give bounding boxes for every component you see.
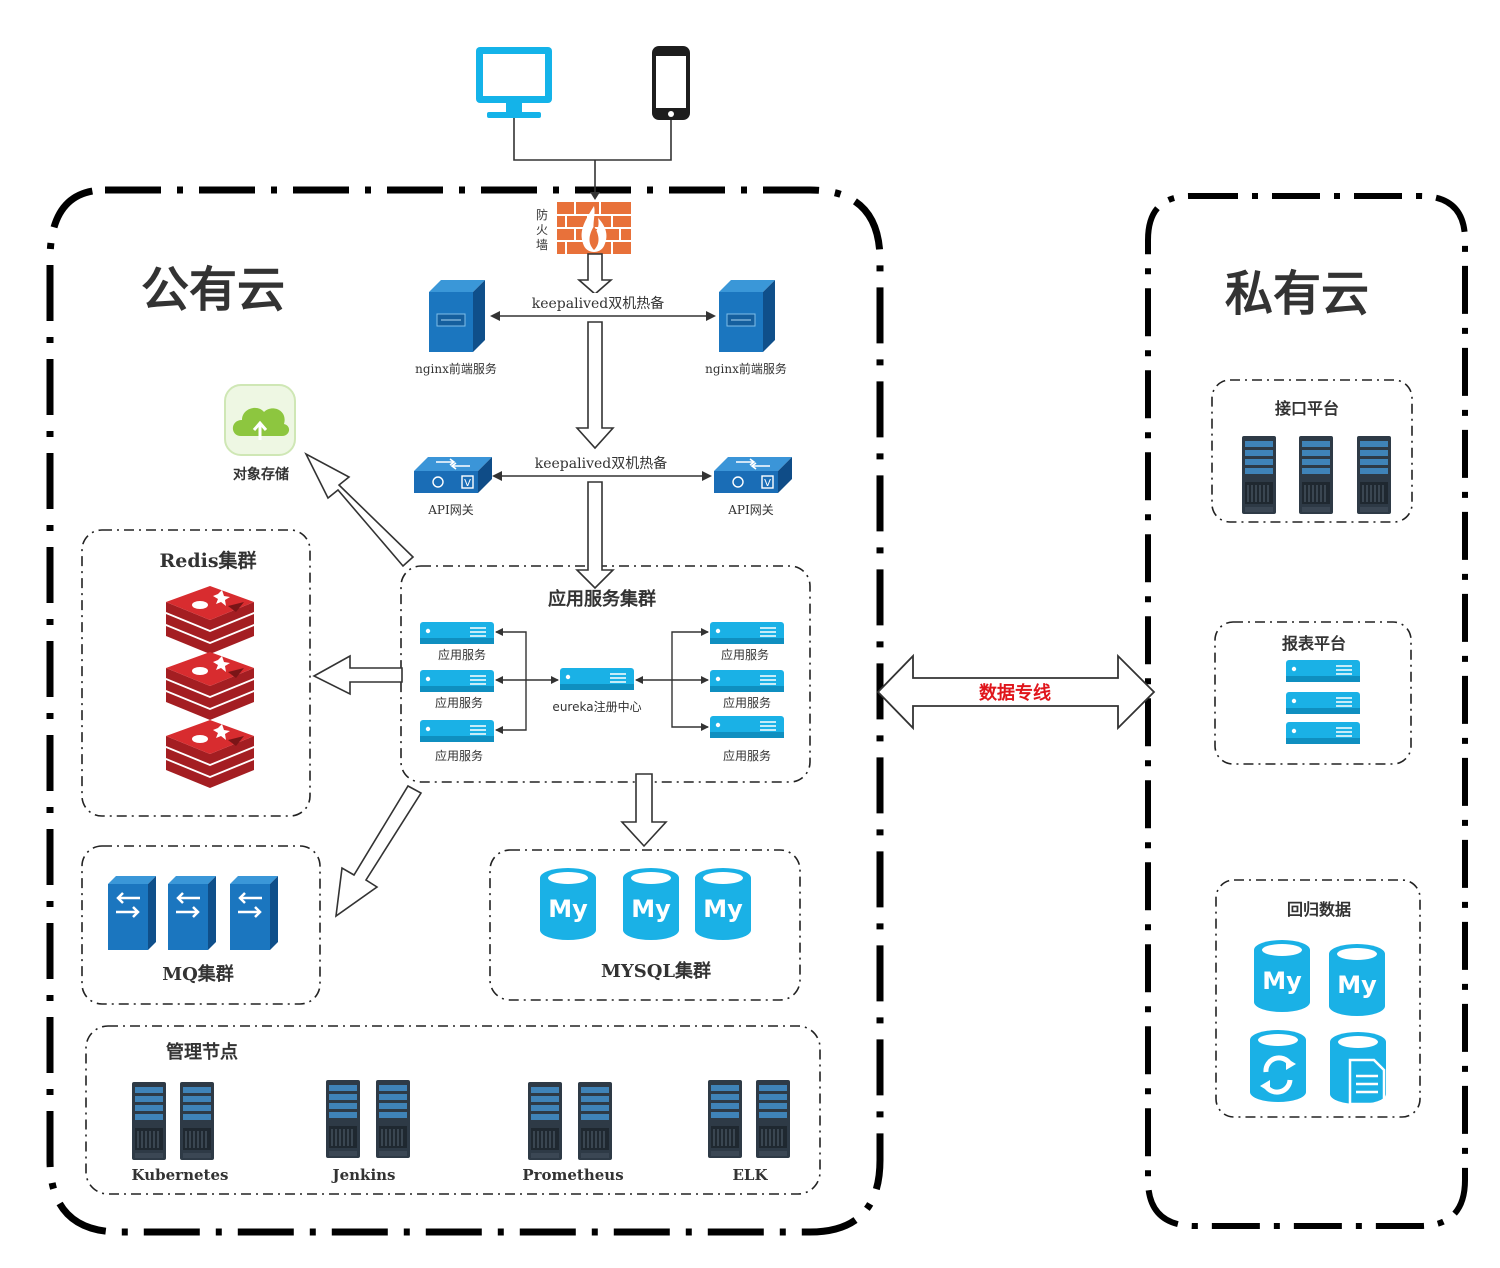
cloud-upload-icon (224, 384, 296, 456)
management-title: 管理节点 (166, 1042, 238, 1063)
public-cloud-title: 公有云 (140, 262, 286, 318)
mysql-icon (623, 868, 679, 940)
app-service-server (709, 715, 785, 739)
redis-cluster-boundary (81, 529, 311, 817)
nginx-server-icon (428, 279, 486, 353)
kubernetes-server-icon (179, 1081, 215, 1161)
app-service-label: 应用服务 (437, 648, 487, 662)
app-service-server (709, 669, 785, 693)
firewall-icon (557, 202, 631, 254)
nginx-server-icon (718, 279, 776, 353)
interface-platform-boundary (1211, 379, 1413, 523)
regression-data-title: 回归数据 (1286, 900, 1352, 919)
nginx-label-right: nginx前端服务 (705, 362, 787, 376)
report-server-icon (1285, 659, 1361, 683)
app-service-server (709, 621, 785, 645)
interface-server-icon (1298, 435, 1334, 515)
app-service-label: 应用服务 (720, 648, 770, 662)
app-cluster-boundary (400, 565, 811, 783)
mysql-cluster-boundary (489, 849, 801, 1001)
redis-icon (166, 652, 254, 720)
report-server-icon (1285, 691, 1361, 715)
node-label-prometheus: Prometheus (522, 1166, 624, 1184)
api-gateway-icon (413, 456, 493, 494)
interface-server-icon (1356, 435, 1392, 515)
mq-cluster-boundary (81, 845, 321, 1005)
management-boundary (85, 1025, 821, 1195)
app-service-label: 应用服务 (434, 696, 484, 710)
elk-server-icon (707, 1079, 743, 1159)
mysql-cluster-title: MYSQL集群 (600, 961, 712, 982)
report-platform-title: 报表平台 (1281, 634, 1347, 653)
keepalived-mid-label: keepalived双机热备 (532, 453, 670, 473)
api-gateway-label-left: API网关 (428, 503, 474, 517)
interface-server-icon (1241, 435, 1277, 515)
object-storage-label: 对象存储 (233, 467, 289, 483)
nginx-label-left: nginx前端服务 (415, 362, 497, 376)
app-service-server (419, 669, 495, 693)
node-label-jenkins: Jenkins (332, 1166, 396, 1184)
firewall-label-1: 防 (535, 208, 549, 222)
eureka-registry-label: eureka注册中心 (552, 700, 642, 714)
app-service-label: 应用服务 (434, 749, 484, 763)
redis-icon (166, 720, 254, 788)
desktop-monitor-icon (476, 47, 552, 118)
node-label-elk: ELK (732, 1166, 768, 1184)
data-link-arrow (876, 653, 1156, 731)
mq-server-icon (166, 874, 218, 952)
document-database-icon (1330, 1032, 1386, 1106)
regression-data-boundary (1215, 879, 1421, 1118)
public-cloud-boundary (46, 186, 884, 1236)
api-gateway-icon (713, 456, 793, 494)
app-cluster-title: 应用服务集群 (548, 589, 656, 610)
elk-server-icon (755, 1079, 791, 1159)
keepalived-top-label: keepalived双机热备 (529, 293, 667, 313)
interface-platform-title: 接口平台 (1274, 399, 1340, 418)
prometheus-server-icon (577, 1081, 613, 1161)
eureka-registry-server (559, 667, 635, 691)
report-server-icon (1285, 721, 1361, 745)
data-link-label: 数据专线 (979, 683, 1051, 704)
prometheus-server-icon (527, 1081, 563, 1161)
mq-server-icon (106, 874, 158, 952)
app-service-server (419, 621, 495, 645)
node-label-kubernetes: Kubernetes (131, 1166, 229, 1184)
firewall-label-2: 火 (535, 223, 549, 237)
firewall-label-3: 墙 (535, 238, 549, 252)
redis-cluster-title: Redis集群 (159, 550, 257, 572)
mq-server-icon (228, 874, 280, 952)
mq-cluster-title: MQ集群 (162, 964, 234, 985)
sync-database-icon (1250, 1030, 1306, 1102)
jenkins-server-icon (325, 1079, 361, 1159)
app-service-server (419, 719, 495, 743)
private-cloud-boundary (1145, 193, 1468, 1229)
mysql-icon (1329, 944, 1385, 1016)
report-platform-boundary (1214, 621, 1412, 765)
jenkins-server-icon (375, 1079, 411, 1159)
mysql-icon (1254, 940, 1310, 1012)
mysql-icon (695, 868, 751, 940)
app-service-label: 应用服务 (722, 696, 772, 710)
kubernetes-server-icon (131, 1081, 167, 1161)
mysql-icon (540, 868, 596, 940)
api-gateway-label-right: API网关 (728, 503, 774, 517)
mobile-phone-icon (652, 46, 690, 120)
redis-icon (166, 586, 254, 654)
app-service-label: 应用服务 (722, 749, 772, 763)
private-cloud-title: 私有云 (1224, 266, 1370, 322)
